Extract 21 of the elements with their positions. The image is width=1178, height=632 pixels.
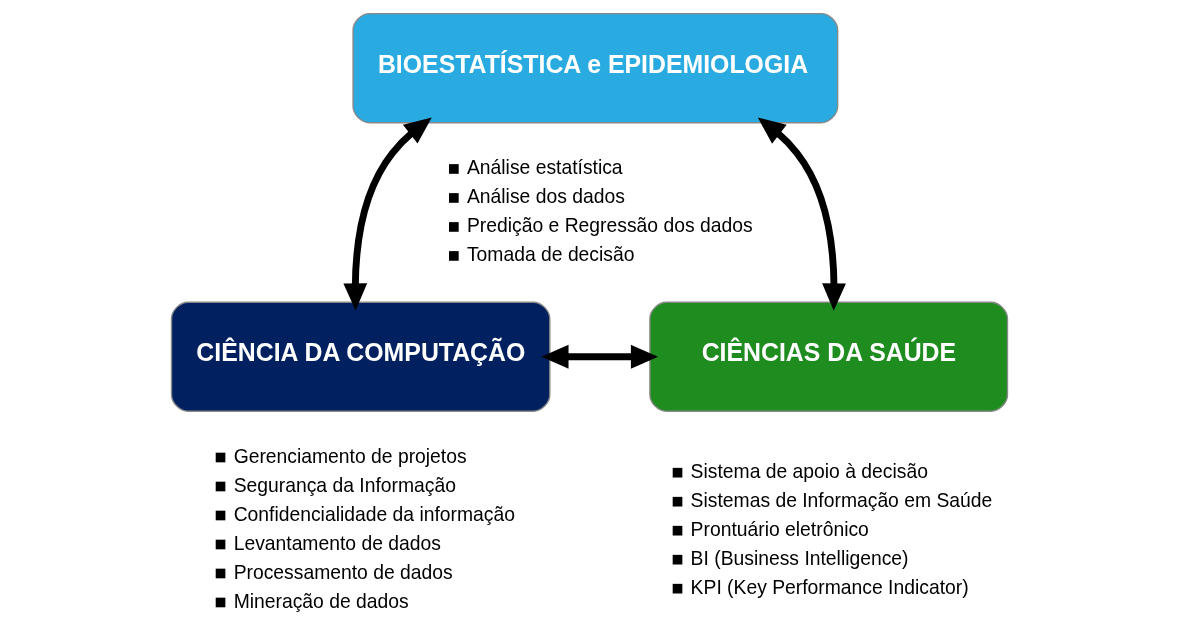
node-label: Prontuário eletrônico xyxy=(690,518,869,540)
arrow xyxy=(757,117,846,311)
node-box: CIÊNCIAS DA SAÚDE xyxy=(648,301,1008,412)
node-label: Gerenciamento de projetos xyxy=(233,445,467,467)
arrow xyxy=(342,117,432,311)
node-label: Mineração de dados xyxy=(233,590,409,612)
node-label: Tomada de decisão xyxy=(466,244,634,266)
node-label: Levantamento de dados xyxy=(233,532,441,554)
node-label: Processamento de dados xyxy=(233,561,453,583)
node-box: BIOESTATÍSTICA e EPIDEMIOLOGIA xyxy=(351,12,838,124)
arrow xyxy=(540,344,658,369)
node-label: Sistemas de Informação em Saúde xyxy=(690,489,992,511)
node-label: Segurança da Informação xyxy=(233,474,456,496)
node-label: Análise estatística xyxy=(466,157,623,179)
node-label: Sistema de apoio à decisão xyxy=(690,460,928,482)
node-label: Confidencialidade da informação xyxy=(233,503,515,525)
node-label: Predição e Regressão dos dados xyxy=(466,215,753,237)
node-label: Análise dos dados xyxy=(466,186,625,208)
node-box: CIÊNCIA DA COMPUTAÇÃO xyxy=(170,301,550,412)
node-label: KPI (Key Performance Indicator) xyxy=(690,576,969,598)
node-label: BI (Business Intelligence) xyxy=(690,547,909,569)
